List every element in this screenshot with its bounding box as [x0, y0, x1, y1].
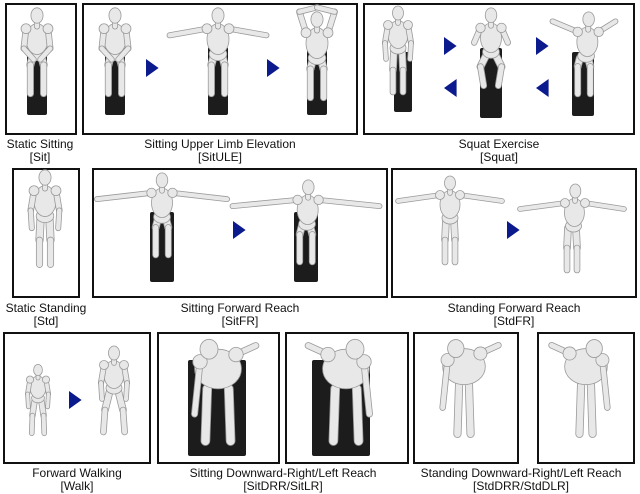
mannequin-situle-1 — [98, 7, 132, 98]
mannequin-sit — [20, 7, 54, 98]
panel-std — [12, 168, 80, 298]
mannequin-stdfr-2 — [517, 183, 627, 274]
arrow-right-icon — [233, 221, 246, 239]
mannequin-squat-2 — [471, 7, 511, 90]
arrow-right-icon — [146, 59, 159, 77]
caption-stdfr: Standing Forward Reach[StdFR] — [447, 301, 581, 328]
arrow-right-icon — [536, 37, 549, 55]
mannequin-walk-2 — [97, 345, 131, 436]
caption-walk: Forward Walking[Walk] — [32, 466, 122, 493]
caption-situle: Sitting Upper Limb Elevation[SitULE] — [144, 137, 296, 164]
mannequin-stdfr-1 — [395, 175, 505, 266]
mannequin-squat-3 — [549, 11, 619, 98]
caption-sit: Static Sitting[Sit] — [6, 137, 74, 164]
mannequin-std — [27, 169, 63, 268]
caption-stddrr: Standing Downward-Right/Left Reach[StdDR… — [420, 466, 622, 493]
arrow-right-icon — [69, 391, 82, 409]
arrow-right-icon — [444, 37, 457, 55]
mannequin-sitfr-2 — [229, 179, 383, 266]
arrow-left-icon — [536, 79, 549, 97]
caption-std: Static Standing[Std] — [5, 301, 87, 328]
arrow-right-icon — [267, 59, 280, 77]
mannequin-sitdrr — [191, 338, 260, 446]
mannequin-sitdlr — [304, 338, 373, 446]
mannequin-sitfr-1 — [94, 172, 231, 259]
mannequin-walk-1 — [25, 363, 52, 437]
caption-sitdrr: Sitting Downward-Right/Left Reach[SitDRR… — [189, 466, 377, 493]
arrow-left-icon — [444, 79, 457, 97]
mannequin-situle-2 — [166, 7, 270, 98]
mannequin-stddlr — [548, 339, 611, 438]
arrow-right-icon — [507, 221, 520, 239]
mannequin-situle-3 — [296, 4, 338, 102]
mannequin-squat-1 — [381, 5, 415, 96]
caption-sitfr: Sitting Forward Reach[SitFR] — [180, 301, 300, 328]
caption-squat: Squat Exercise[Squat] — [458, 137, 540, 164]
mannequin-stddrr — [439, 339, 502, 438]
